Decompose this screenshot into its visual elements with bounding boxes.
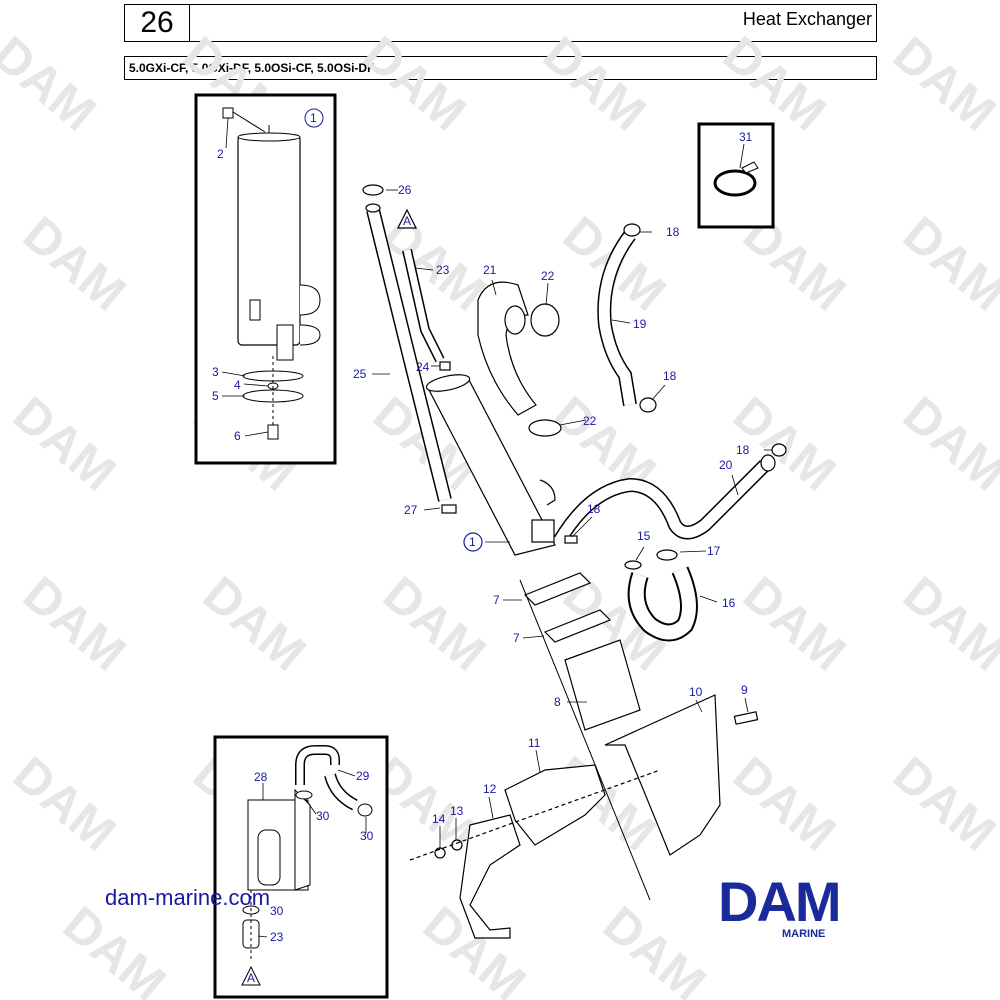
- watermark: DAM: [193, 566, 316, 682]
- callout-circle-1-main: 1: [469, 535, 476, 549]
- callout-31: 31: [739, 130, 753, 144]
- reference-a-top: A: [403, 214, 411, 228]
- callout-22-top: 22: [541, 269, 555, 283]
- watermark: DAM: [593, 896, 716, 1000]
- callout-24: 24: [416, 360, 430, 374]
- watermark: DAM: [893, 206, 1000, 322]
- watermark: DAM: [733, 566, 856, 682]
- main-assembly: [221, 117, 787, 939]
- callout-23-bottom: 23: [270, 930, 284, 944]
- callout-18-lower: 18: [587, 502, 601, 516]
- callout-17: 17: [707, 544, 721, 558]
- callout-3: 3: [212, 365, 219, 379]
- watermark: DAM: [353, 26, 476, 142]
- callout-8: 8: [554, 695, 561, 709]
- watermark: DAM: [13, 566, 136, 682]
- callout-26: 26: [398, 183, 412, 197]
- callout-18-mid: 18: [663, 369, 677, 383]
- callout-21: 21: [483, 263, 497, 277]
- watermark: DAM: [53, 896, 176, 1000]
- page-number: 26: [124, 4, 190, 42]
- callout-2: 2: [217, 147, 224, 161]
- dam-marine-logo: DAM MARINE: [718, 870, 898, 941]
- logo-text: DAM: [718, 870, 842, 933]
- callout-29: 29: [356, 769, 370, 783]
- callout-28: 28: [254, 770, 268, 784]
- reference-a-bottom: A: [247, 971, 255, 985]
- callout-18-top: 18: [666, 225, 680, 239]
- watermark: DAM: [723, 746, 846, 862]
- callout-9: 9: [741, 683, 748, 697]
- watermark: DAM: [533, 26, 656, 142]
- callout-23-top: 23: [436, 263, 450, 277]
- watermark: DAM: [373, 566, 496, 682]
- inset-heat-exchanger-detail: [194, 93, 337, 465]
- watermark: DAM: [893, 566, 1000, 682]
- website-link[interactable]: dam-marine.com: [105, 885, 271, 910]
- watermark: DAM: [3, 386, 126, 502]
- watermark: DAM: [3, 746, 126, 862]
- callout-25: 25: [353, 367, 367, 381]
- callout-12: 12: [483, 782, 497, 796]
- callout-18-right: 18: [736, 443, 750, 457]
- callout-14: 14: [432, 812, 446, 826]
- callout-5: 5: [212, 389, 219, 403]
- callout-15: 15: [637, 529, 651, 543]
- title-box: Heat Exchanger: [189, 4, 877, 42]
- callout-16: 16: [722, 596, 736, 610]
- inset-clamp-detail: [697, 122, 775, 229]
- inset-pump-detail: [213, 735, 389, 999]
- callout-11: 11: [528, 736, 541, 750]
- callout-30-left: 30: [316, 809, 330, 823]
- watermark: DAM: [883, 26, 1000, 142]
- watermark: DAM: [0, 26, 106, 142]
- watermark: DAM: [893, 386, 1000, 502]
- callout-7-bottom: 7: [513, 631, 520, 645]
- callout-circle-1: 1: [310, 111, 317, 125]
- watermark: DAM: [883, 746, 1000, 862]
- callout-20: 20: [719, 458, 733, 472]
- page-title: Heat Exchanger: [742, 9, 872, 29]
- logo-subtitle: MARINE: [782, 928, 826, 940]
- watermark: DAM: [13, 206, 136, 322]
- callout-27: 27: [404, 503, 418, 517]
- callout-13: 13: [450, 804, 464, 818]
- callout-22-bottom: 22: [583, 414, 597, 428]
- callout-30-right: 30: [360, 829, 374, 843]
- callout-30-bottom: 30: [270, 904, 284, 918]
- callout-7-top: 7: [493, 593, 500, 607]
- callout-19: 19: [633, 317, 647, 331]
- callout-6: 6: [234, 429, 241, 443]
- callout-labels: 1 2 3 4 5 6 31 26 A 23 21 22 18 19 18 22…: [212, 111, 753, 985]
- callout-4: 4: [234, 378, 241, 392]
- callout-10: 10: [689, 685, 703, 699]
- model-list: 5.0GXi-CF, 5.0GXi-DF, 5.0OSi-CF, 5.0OSi-…: [124, 56, 877, 80]
